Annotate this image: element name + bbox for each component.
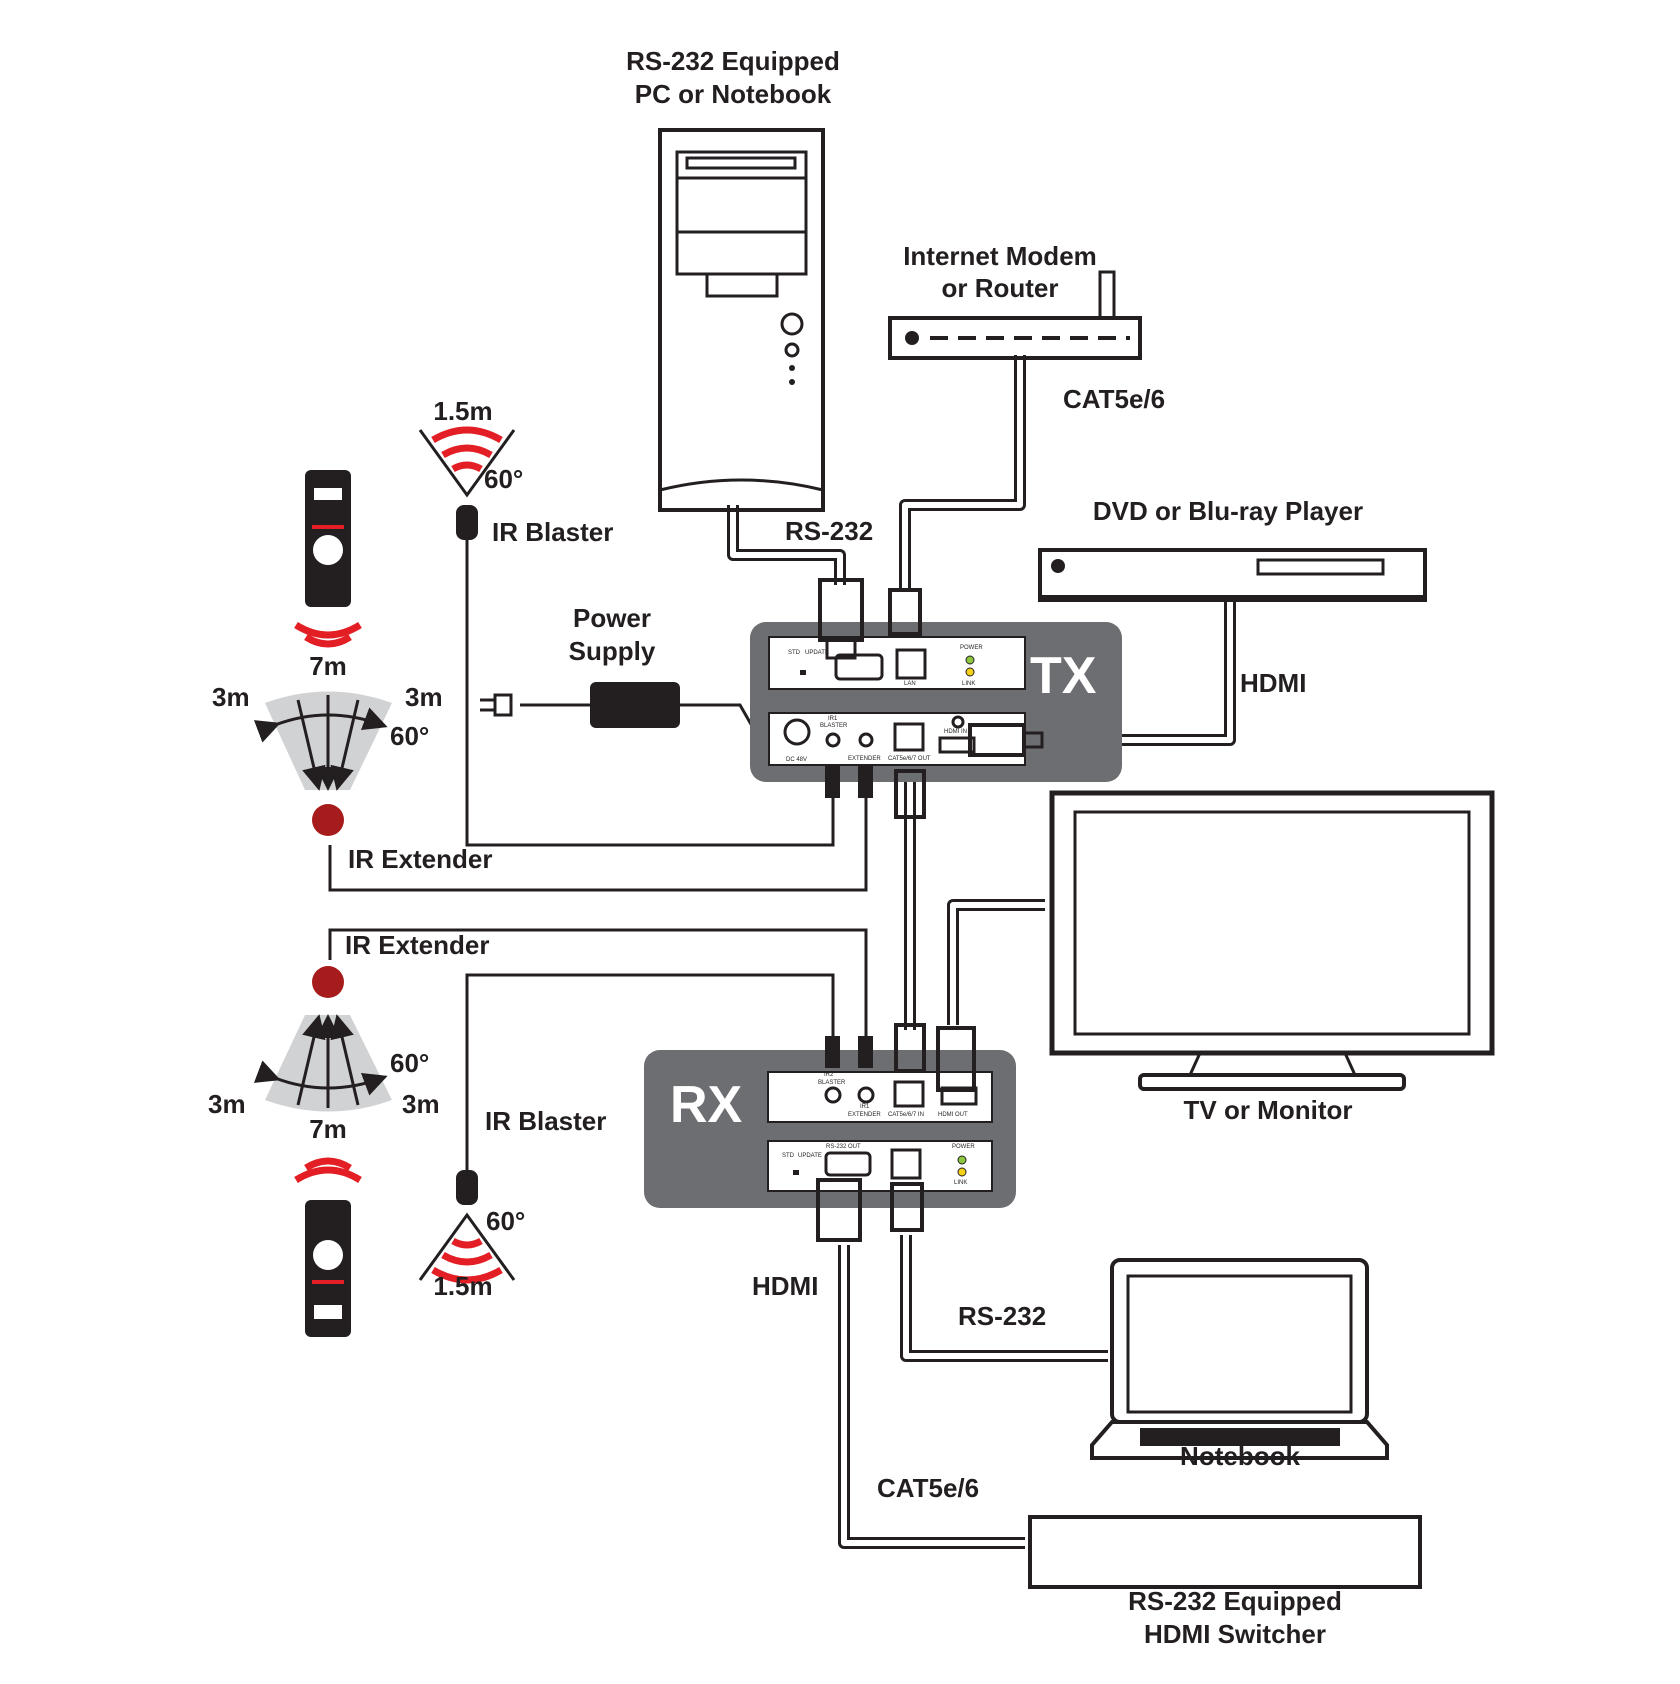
labels: RS-232 Equipped PC or Notebook Internet … xyxy=(208,46,1363,1649)
ir-extender-label-top: IR Extender xyxy=(348,844,493,874)
rx-rs232out-label: RS-232 OUT xyxy=(826,1144,861,1150)
power-label-line1: Power xyxy=(573,603,651,633)
rx-label: RX xyxy=(670,1076,743,1134)
modem-label-line2: or Router xyxy=(942,273,1059,303)
tx-dc-label: DC 48V xyxy=(786,757,807,763)
rx-blaster-label: BLASTER xyxy=(818,1080,846,1086)
tx-unit: TX STD UPDATE LAN POWER LINK DC 48V IR1 … xyxy=(750,622,1122,782)
rx-std-label: STD xyxy=(782,1153,795,1159)
ir-blaster-label-top: IR Blaster xyxy=(492,517,613,547)
rs232-label-top: RS-232 xyxy=(785,516,873,546)
hdmi-label-bottom: HDMI xyxy=(752,1271,818,1301)
power-supply xyxy=(480,682,680,728)
range-7m-bottom: 7m xyxy=(309,1114,347,1144)
ir-blaster-label-bottom: IR Blaster xyxy=(485,1106,606,1136)
range-3m-top-right: 3m xyxy=(405,682,443,712)
remote-control-bottom xyxy=(294,1157,362,1337)
rx-catin-label: CAT5e/6/7 IN xyxy=(888,1112,924,1118)
ir-extender-cone-top xyxy=(253,691,392,836)
ir-extender-cone-bottom xyxy=(253,966,392,1112)
blaster-60-top: 60° xyxy=(484,464,523,494)
rs232-label-bottom: RS-232 xyxy=(958,1301,1046,1331)
blaster-1-5m-top: 1.5m xyxy=(433,396,492,426)
tv-label: TV or Monitor xyxy=(1184,1095,1353,1125)
pc-label-line1: RS-232 Equipped xyxy=(626,46,840,76)
tx-blaster-label: BLASTER xyxy=(820,723,848,729)
range-3m-bottom-left: 3m xyxy=(208,1089,246,1119)
rx-hdmiout-label: HDMI OUT xyxy=(938,1112,968,1118)
remote-control-top xyxy=(294,470,362,648)
tx-hdmiin-label: HDMI IN xyxy=(944,729,967,735)
rx-ir2-label: IR2 xyxy=(824,1072,834,1078)
tx-power-label: POWER xyxy=(960,645,983,651)
connector-plugs xyxy=(816,578,1044,1242)
rx-link-label: LINK xyxy=(954,1180,967,1186)
ir-extender-label-bottom: IR Extender xyxy=(345,930,490,960)
tv-monitor xyxy=(1049,790,1495,1091)
tx-link-label: LINK xyxy=(962,681,975,687)
range-3m-top-left: 3m xyxy=(212,682,250,712)
rx-extender-label: EXTENDER xyxy=(848,1112,881,1118)
hdmi-label-top: HDMI xyxy=(1240,668,1306,698)
cat-label-bottom: CAT5e/6 xyxy=(877,1473,979,1503)
pc-label-line2: PC or Notebook xyxy=(635,79,832,109)
hdmi-switcher xyxy=(1028,1515,1422,1589)
modem-label-line1: Internet Modem xyxy=(903,241,1097,271)
rx-power-label: POWER xyxy=(952,1144,975,1150)
pc-tower xyxy=(658,128,825,512)
tx-catout-label: CAT5e/6/7 OUT xyxy=(888,756,931,762)
cat-label-top: CAT5e/6 xyxy=(1063,384,1165,414)
ir-blaster-top xyxy=(418,426,516,540)
tx-std-label: STD xyxy=(788,650,801,656)
switcher-label-line2: HDMI Switcher xyxy=(1144,1619,1326,1649)
dvd-player xyxy=(1038,548,1427,602)
notebook-label: Notebook xyxy=(1180,1441,1300,1471)
angle-60-bottom: 60° xyxy=(390,1048,429,1078)
power-label-line2: Supply xyxy=(569,636,656,666)
blaster-1-5m-bottom: 1.5m xyxy=(433,1271,492,1301)
switcher-label-line1: RS-232 Equipped xyxy=(1128,1586,1342,1616)
rx-ir1-label: IR1 xyxy=(860,1104,870,1110)
notebook-computer xyxy=(1090,1258,1389,1460)
range-7m-top: 7m xyxy=(309,651,347,681)
rx-unit: RX IR2 BLASTER IR1 EXTENDER CAT5e/6/7 IN… xyxy=(644,1050,1016,1208)
cables xyxy=(328,355,1236,1549)
rx-update-label: UPDATE xyxy=(798,1153,822,1159)
tx-label: TX xyxy=(1030,647,1097,705)
tx-update-label: UPDATE xyxy=(805,650,829,656)
tx-ir1-label: IR1 xyxy=(828,716,838,722)
dvd-label: DVD or Blu-ray Player xyxy=(1093,496,1363,526)
tx-lan-label: LAN xyxy=(904,681,916,687)
range-3m-bottom-right: 3m xyxy=(402,1089,440,1119)
ir-blaster-bottom xyxy=(418,1170,516,1284)
tx-extender-label: EXTENDER xyxy=(848,756,881,762)
angle-60-top: 60° xyxy=(390,721,429,751)
blaster-60-bottom: 60° xyxy=(486,1206,525,1236)
modem-router xyxy=(888,270,1142,360)
